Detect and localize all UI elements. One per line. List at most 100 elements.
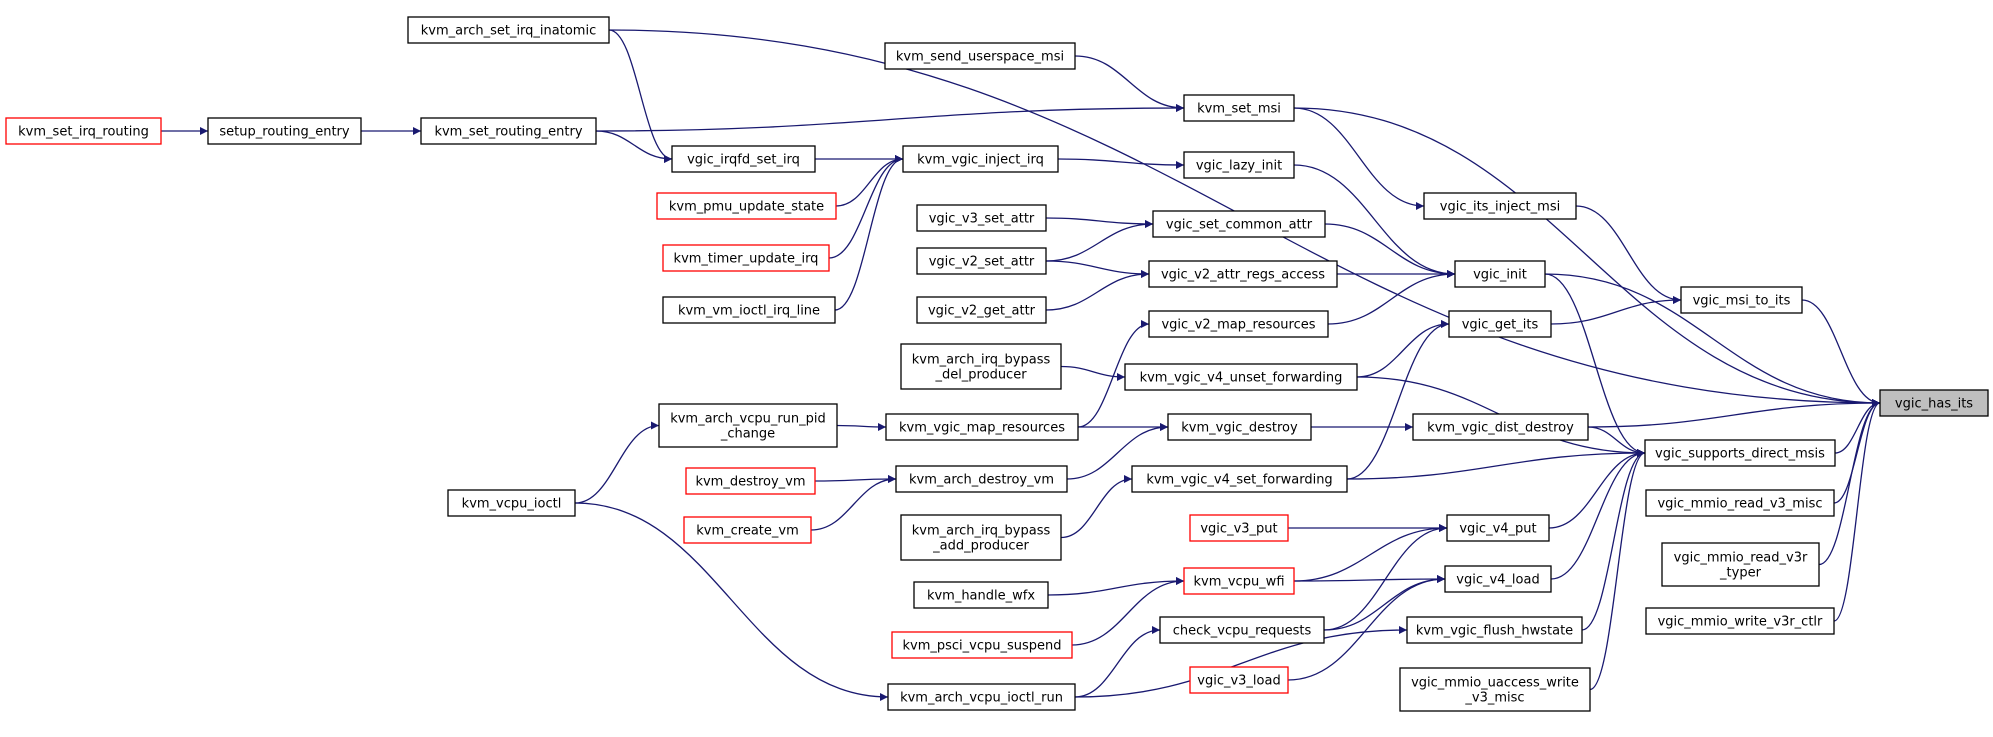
node-vgic-msi-to-its[interactable]: vgic_msi_to_its: [1680, 286, 1803, 314]
node-box[interactable]: [1406, 616, 1583, 644]
node-box[interactable]: [1661, 542, 1820, 587]
node-vgic-mmio-write-v3r-ctlr[interactable]: vgic_mmio_write_v3r_ctlr: [1645, 607, 1835, 635]
node-vgic-v3-load[interactable]: vgic_v3_load: [1189, 666, 1289, 694]
node-box[interactable]: [671, 145, 816, 173]
node-vgic-mmio-read-v3r-typer[interactable]: vgic_mmio_read_v3r_typer: [1661, 542, 1820, 587]
node-vgic-irqfd-set-irq[interactable]: vgic_irqfd_set_irq: [671, 145, 816, 173]
node-box[interactable]: [916, 204, 1047, 232]
node-check-vcpu-requests[interactable]: check_vcpu_requests: [1159, 616, 1325, 644]
node-box[interactable]: [891, 631, 1073, 659]
node-kvm-psci-vcpu-suspend[interactable]: kvm_psci_vcpu_suspend: [891, 631, 1073, 659]
node-kvm-vgic-v4-unset-forwarding[interactable]: kvm_vgic_v4_unset_forwarding: [1124, 363, 1358, 391]
node-box[interactable]: [916, 296, 1047, 324]
node-box[interactable]: [420, 117, 597, 145]
node-box[interactable]: [207, 117, 362, 145]
node-box[interactable]: [407, 16, 610, 44]
node-vgic-has-its[interactable]: vgic_has_its: [1879, 389, 1989, 417]
node-box[interactable]: [1148, 260, 1338, 288]
node-box[interactable]: [1189, 666, 1289, 694]
node-kvm-handle-wfx[interactable]: kvm_handle_wfx: [913, 581, 1049, 609]
node-kvm-destroy-vm[interactable]: kvm_destroy_vm: [685, 467, 816, 495]
node-vgic-v2-get-attr[interactable]: vgic_v2_get_attr: [916, 296, 1047, 324]
node-box[interactable]: [1879, 389, 1989, 417]
node-box[interactable]: [1183, 94, 1295, 122]
node-box[interactable]: [1148, 310, 1329, 338]
node-vgic-get-its[interactable]: vgic_get_its: [1448, 310, 1552, 338]
node-kvm-vgic-flush-hwstate[interactable]: kvm_vgic_flush_hwstate: [1406, 616, 1583, 644]
node-vgic-v3-set-attr[interactable]: vgic_v3_set_attr: [916, 204, 1047, 232]
node-box[interactable]: [5, 117, 162, 145]
node-box[interactable]: [1423, 192, 1577, 220]
node-box[interactable]: [658, 403, 838, 448]
node-kvm-create-vm[interactable]: kvm_create_vm: [683, 516, 812, 544]
node-box[interactable]: [1183, 567, 1295, 595]
node-box[interactable]: [1644, 439, 1836, 467]
node-kvm-arch-vcpu-ioctl-run[interactable]: kvm_arch_vcpu_ioctl_run: [887, 683, 1076, 711]
node-kvm-vgic-destroy[interactable]: kvm_vgic_destroy: [1167, 413, 1312, 441]
node-vgic-set-common-attr[interactable]: vgic_set_common_attr: [1152, 210, 1326, 238]
node-vgic-supports-direct-msis[interactable]: vgic_supports_direct_msis: [1644, 439, 1836, 467]
node-vgic-lazy-init[interactable]: vgic_lazy_init: [1183, 151, 1295, 179]
node-kvm-timer-update-irq[interactable]: kvm_timer_update_irq: [662, 244, 830, 272]
node-setup-routing-entry[interactable]: setup_routing_entry: [207, 117, 362, 145]
node-box[interactable]: [1454, 260, 1546, 288]
node-kvm-vcpu-ioctl[interactable]: kvm_vcpu_ioctl: [447, 489, 576, 517]
node-box[interactable]: [902, 145, 1059, 173]
node-kvm-arch-irq-bypass-add-producer[interactable]: kvm_arch_irq_bypass_add_producer: [900, 514, 1062, 561]
node-kvm-vgic-inject-irq[interactable]: kvm_vgic_inject_irq: [902, 145, 1059, 173]
node-box[interactable]: [895, 465, 1068, 493]
node-vgic-v4-put[interactable]: vgic_v4_put: [1446, 514, 1550, 542]
node-kvm-vgic-map-resources[interactable]: kvm_vgic_map_resources: [885, 413, 1079, 441]
node-box[interactable]: [1446, 514, 1550, 542]
node-vgic-mmio-uaccess-write-v3-misc[interactable]: vgic_mmio_uaccess_write_v3_misc: [1399, 667, 1591, 712]
node-kvm-arch-set-irq-inatomic[interactable]: kvm_arch_set_irq_inatomic: [407, 16, 610, 44]
node-box[interactable]: [1399, 667, 1591, 712]
node-box[interactable]: [916, 247, 1047, 275]
node-box[interactable]: [900, 514, 1062, 561]
node-kvm-set-msi[interactable]: kvm_set_msi: [1183, 94, 1295, 122]
node-box[interactable]: [1159, 616, 1325, 644]
node-box[interactable]: [662, 296, 836, 324]
node-kvm-send-userspace-msi[interactable]: kvm_send_userspace_msi: [884, 42, 1076, 70]
node-box[interactable]: [884, 42, 1076, 70]
node-kvm-arch-irq-bypass-del-producer[interactable]: kvm_arch_irq_bypass_del_producer: [900, 343, 1062, 390]
node-box[interactable]: [887, 683, 1076, 711]
node-vgic-v4-load[interactable]: vgic_v4_load: [1444, 565, 1552, 593]
node-box[interactable]: [1167, 413, 1312, 441]
node-vgic-v3-put[interactable]: vgic_v3_put: [1189, 514, 1289, 542]
node-box[interactable]: [683, 516, 812, 544]
node-box[interactable]: [1189, 514, 1289, 542]
node-vgic-init[interactable]: vgic_init: [1454, 260, 1546, 288]
node-vgic-v2-set-attr[interactable]: vgic_v2_set_attr: [916, 247, 1047, 275]
node-kvm-vgic-v4-set-forwarding[interactable]: kvm_vgic_v4_set_forwarding: [1131, 465, 1348, 493]
node-box[interactable]: [1680, 286, 1803, 314]
node-box[interactable]: [1645, 607, 1835, 635]
node-kvm-arch-destroy-vm[interactable]: kvm_arch_destroy_vm: [895, 465, 1068, 493]
node-box[interactable]: [1412, 413, 1589, 441]
node-kvm-arch-vcpu-run-pid-change[interactable]: kvm_arch_vcpu_run_pid_change: [658, 403, 838, 448]
node-box[interactable]: [1131, 465, 1348, 493]
node-kvm-pmu-update-state[interactable]: kvm_pmu_update_state: [656, 192, 837, 220]
node-vgic-v2-attr-regs-access[interactable]: vgic_v2_attr_regs_access: [1148, 260, 1338, 288]
node-box[interactable]: [885, 413, 1079, 441]
node-box[interactable]: [662, 244, 830, 272]
node-box[interactable]: [656, 192, 837, 220]
node-box[interactable]: [913, 581, 1049, 609]
node-box[interactable]: [685, 467, 816, 495]
node-vgic-its-inject-msi[interactable]: vgic_its_inject_msi: [1423, 192, 1577, 220]
node-box[interactable]: [1152, 210, 1326, 238]
node-box[interactable]: [447, 489, 576, 517]
node-kvm-vgic-dist-destroy[interactable]: kvm_vgic_dist_destroy: [1412, 413, 1589, 441]
node-box[interactable]: [1124, 363, 1358, 391]
node-box[interactable]: [1183, 151, 1295, 179]
node-kvm-set-irq-routing[interactable]: kvm_set_irq_routing: [5, 117, 162, 145]
node-kvm-vcpu-wfi[interactable]: kvm_vcpu_wfi: [1183, 567, 1295, 595]
node-box[interactable]: [1444, 565, 1552, 593]
node-box[interactable]: [900, 343, 1062, 390]
node-box[interactable]: [1645, 489, 1835, 517]
node-vgic-v2-map-resources[interactable]: vgic_v2_map_resources: [1148, 310, 1329, 338]
node-box[interactable]: [1448, 310, 1552, 338]
node-vgic-mmio-read-v3-misc[interactable]: vgic_mmio_read_v3_misc: [1645, 489, 1835, 517]
node-kvm-set-routing-entry[interactable]: kvm_set_routing_entry: [420, 117, 597, 145]
node-kvm-vm-ioctl-irq-line[interactable]: kvm_vm_ioctl_irq_line: [662, 296, 836, 324]
